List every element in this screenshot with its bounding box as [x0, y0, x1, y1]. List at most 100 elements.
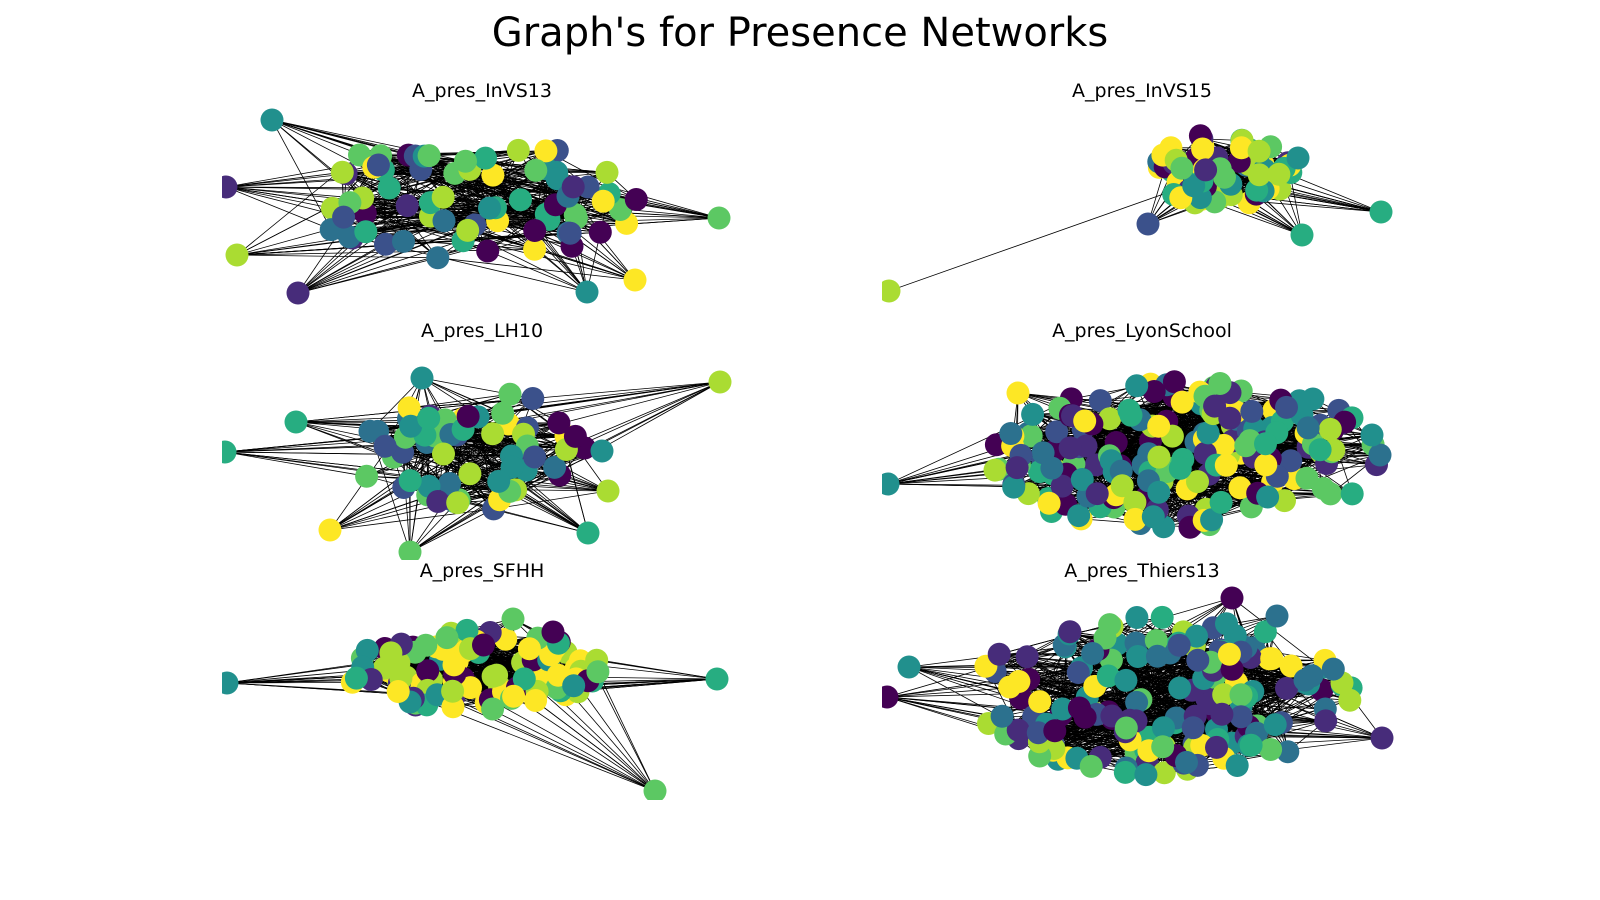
- node: [1147, 480, 1171, 504]
- panel-title: A_pres_Thiers13: [1064, 560, 1220, 582]
- panel-title: A_pres_LH10: [420, 320, 544, 342]
- node: [330, 160, 354, 184]
- node: [478, 196, 501, 220]
- node: [512, 667, 536, 691]
- node: [623, 268, 647, 292]
- edge: [329, 489, 509, 531]
- nodes: [882, 370, 1392, 539]
- node: [481, 422, 505, 446]
- panel-invs13: A_pres_InVS13: [222, 80, 742, 320]
- edge: [481, 638, 656, 792]
- node: [1370, 726, 1394, 750]
- edge: [297, 172, 608, 294]
- node: [1145, 644, 1169, 668]
- node: [355, 464, 379, 488]
- edge: [490, 699, 656, 792]
- node: [377, 176, 401, 200]
- node: [1200, 508, 1224, 532]
- node: [1110, 474, 1134, 498]
- node: [481, 697, 505, 721]
- network-graph: [882, 370, 1392, 539]
- node: [595, 160, 619, 184]
- node: [438, 472, 462, 495]
- node: [435, 626, 459, 650]
- node: [491, 401, 515, 425]
- node: [1136, 212, 1160, 236]
- node: [1098, 407, 1122, 431]
- node: [534, 139, 558, 163]
- node: [1079, 754, 1103, 778]
- node: [1196, 421, 1220, 445]
- node: [1070, 468, 1094, 491]
- network-graph: [222, 108, 731, 305]
- node: [1314, 709, 1338, 733]
- panel-thiers13: A_pres_Thiers13: [882, 560, 1402, 800]
- node: [1212, 433, 1236, 457]
- node: [1096, 664, 1120, 688]
- node: [1267, 162, 1291, 186]
- node: [1321, 657, 1345, 681]
- node: [588, 220, 612, 244]
- node: [1220, 586, 1244, 610]
- node: [1005, 456, 1029, 480]
- node: [576, 521, 600, 545]
- edge: [343, 216, 535, 250]
- node: [524, 158, 548, 182]
- node: [1215, 612, 1238, 636]
- edge: [487, 250, 588, 293]
- edge: [365, 212, 636, 281]
- node: [354, 220, 378, 244]
- node: [1338, 688, 1362, 712]
- node: [1293, 668, 1317, 692]
- node: [596, 479, 620, 503]
- node: [458, 462, 482, 486]
- node: [1260, 647, 1284, 671]
- panel-sfhh: A_pres_SFHH: [222, 560, 742, 800]
- edge: [908, 665, 1226, 668]
- node: [1186, 470, 1209, 494]
- node: [481, 664, 505, 688]
- node: [1119, 403, 1143, 427]
- node: [1152, 761, 1176, 785]
- node: [523, 219, 547, 242]
- node: [1151, 735, 1175, 759]
- node: [1247, 163, 1271, 187]
- node: [1253, 620, 1277, 644]
- node: [410, 366, 434, 390]
- node: [487, 469, 511, 493]
- nodes: [222, 366, 732, 560]
- edge: [429, 150, 519, 156]
- node: [1134, 763, 1158, 787]
- edge: [297, 168, 547, 294]
- node: [1205, 735, 1228, 759]
- node: [1290, 223, 1314, 247]
- node: [432, 442, 455, 466]
- edge: [888, 180, 1201, 292]
- node: [541, 620, 565, 644]
- nodes: [882, 124, 1393, 303]
- node: [1275, 395, 1298, 419]
- network-graph: [222, 607, 729, 800]
- node: [392, 229, 415, 253]
- node: [1021, 402, 1045, 426]
- edge: [329, 508, 494, 531]
- node: [1175, 750, 1198, 774]
- node: [543, 455, 567, 479]
- node: [446, 491, 470, 515]
- panel-invs15: A_pres_InVS15: [882, 80, 1402, 320]
- node: [1256, 485, 1280, 509]
- nodes: [882, 586, 1394, 787]
- node: [414, 633, 438, 657]
- node: [1051, 697, 1075, 721]
- edge: [225, 186, 408, 206]
- node: [1228, 476, 1252, 500]
- node: [1002, 475, 1026, 499]
- edge: [421, 377, 503, 414]
- node: [260, 108, 284, 132]
- node: [563, 424, 587, 448]
- node: [524, 689, 548, 712]
- node: [506, 138, 530, 162]
- node: [1162, 370, 1186, 394]
- node: [1123, 490, 1147, 514]
- node: [1147, 445, 1171, 469]
